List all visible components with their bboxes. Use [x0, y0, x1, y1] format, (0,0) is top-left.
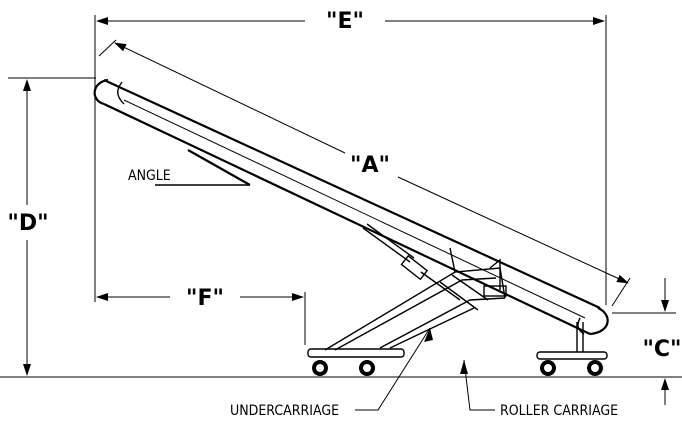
frame-upper-inner — [334, 277, 497, 351]
dim-e-label: "E" — [326, 9, 364, 34]
roller-carriage — [536, 322, 608, 376]
conveyor-belt — [93, 78, 609, 336]
roller-carriage-leader — [463, 359, 495, 411]
head-pulley — [93, 78, 109, 106]
tail-pulley — [589, 306, 609, 336]
frame-cross-2 — [451, 274, 489, 301]
cylinder-body — [400, 254, 429, 281]
frame-cross — [439, 281, 479, 311]
angle-indicator: ANGLE — [128, 149, 251, 186]
dim-a-extension-top — [98, 39, 117, 57]
undercarriage-label: UNDERCARRIAGE — [230, 403, 339, 419]
angle-label: ANGLE — [128, 168, 171, 184]
dimension-a: "A" — [98, 39, 631, 307]
cylinder-rod-b — [366, 223, 415, 259]
undercarriage-wheel-right — [359, 360, 375, 376]
frame-upper — [324, 267, 506, 351]
dimension-f: "F" — [94, 92, 306, 345]
bracket-a — [449, 247, 456, 273]
roller-wheel-right — [587, 360, 603, 376]
belt-inner-line — [123, 99, 586, 319]
frame-lower — [379, 297, 506, 349]
angle-incline-line — [187, 149, 251, 186]
dimension-c: "C" — [612, 278, 682, 405]
frame-lower-inner — [389, 307, 475, 349]
undercarriage-leader — [355, 327, 431, 411]
dim-c-label: "C" — [642, 337, 681, 362]
bracket-pad — [483, 285, 507, 297]
dimension-d: "D" — [7, 77, 96, 376]
undercarriage-base — [307, 348, 405, 358]
head-pulley-guard — [117, 81, 125, 105]
bracket-b — [489, 258, 501, 290]
cylinder-rod-a — [362, 227, 411, 263]
undercarriage-wheel-left — [312, 360, 328, 376]
belt-bottom-edge — [103, 103, 591, 335]
roller-wheel-left — [540, 360, 556, 376]
undercarriage-callout: UNDERCARRIAGE — [230, 327, 433, 419]
roller-carriage-base — [536, 351, 608, 360]
roller-carriage-label: ROLLER CARRIAGE — [500, 403, 618, 419]
dim-a-label: "A" — [350, 153, 390, 178]
dim-f-label: "F" — [186, 286, 224, 311]
undercarriage — [307, 223, 507, 376]
cylinder-lower — [420, 271, 461, 301]
dimension-e: "E" — [94, 9, 607, 305]
dim-d-label: "D" — [7, 211, 48, 236]
belt-top-edge — [103, 79, 601, 309]
roller-carriage-callout: ROLLER CARRIAGE — [460, 359, 618, 419]
